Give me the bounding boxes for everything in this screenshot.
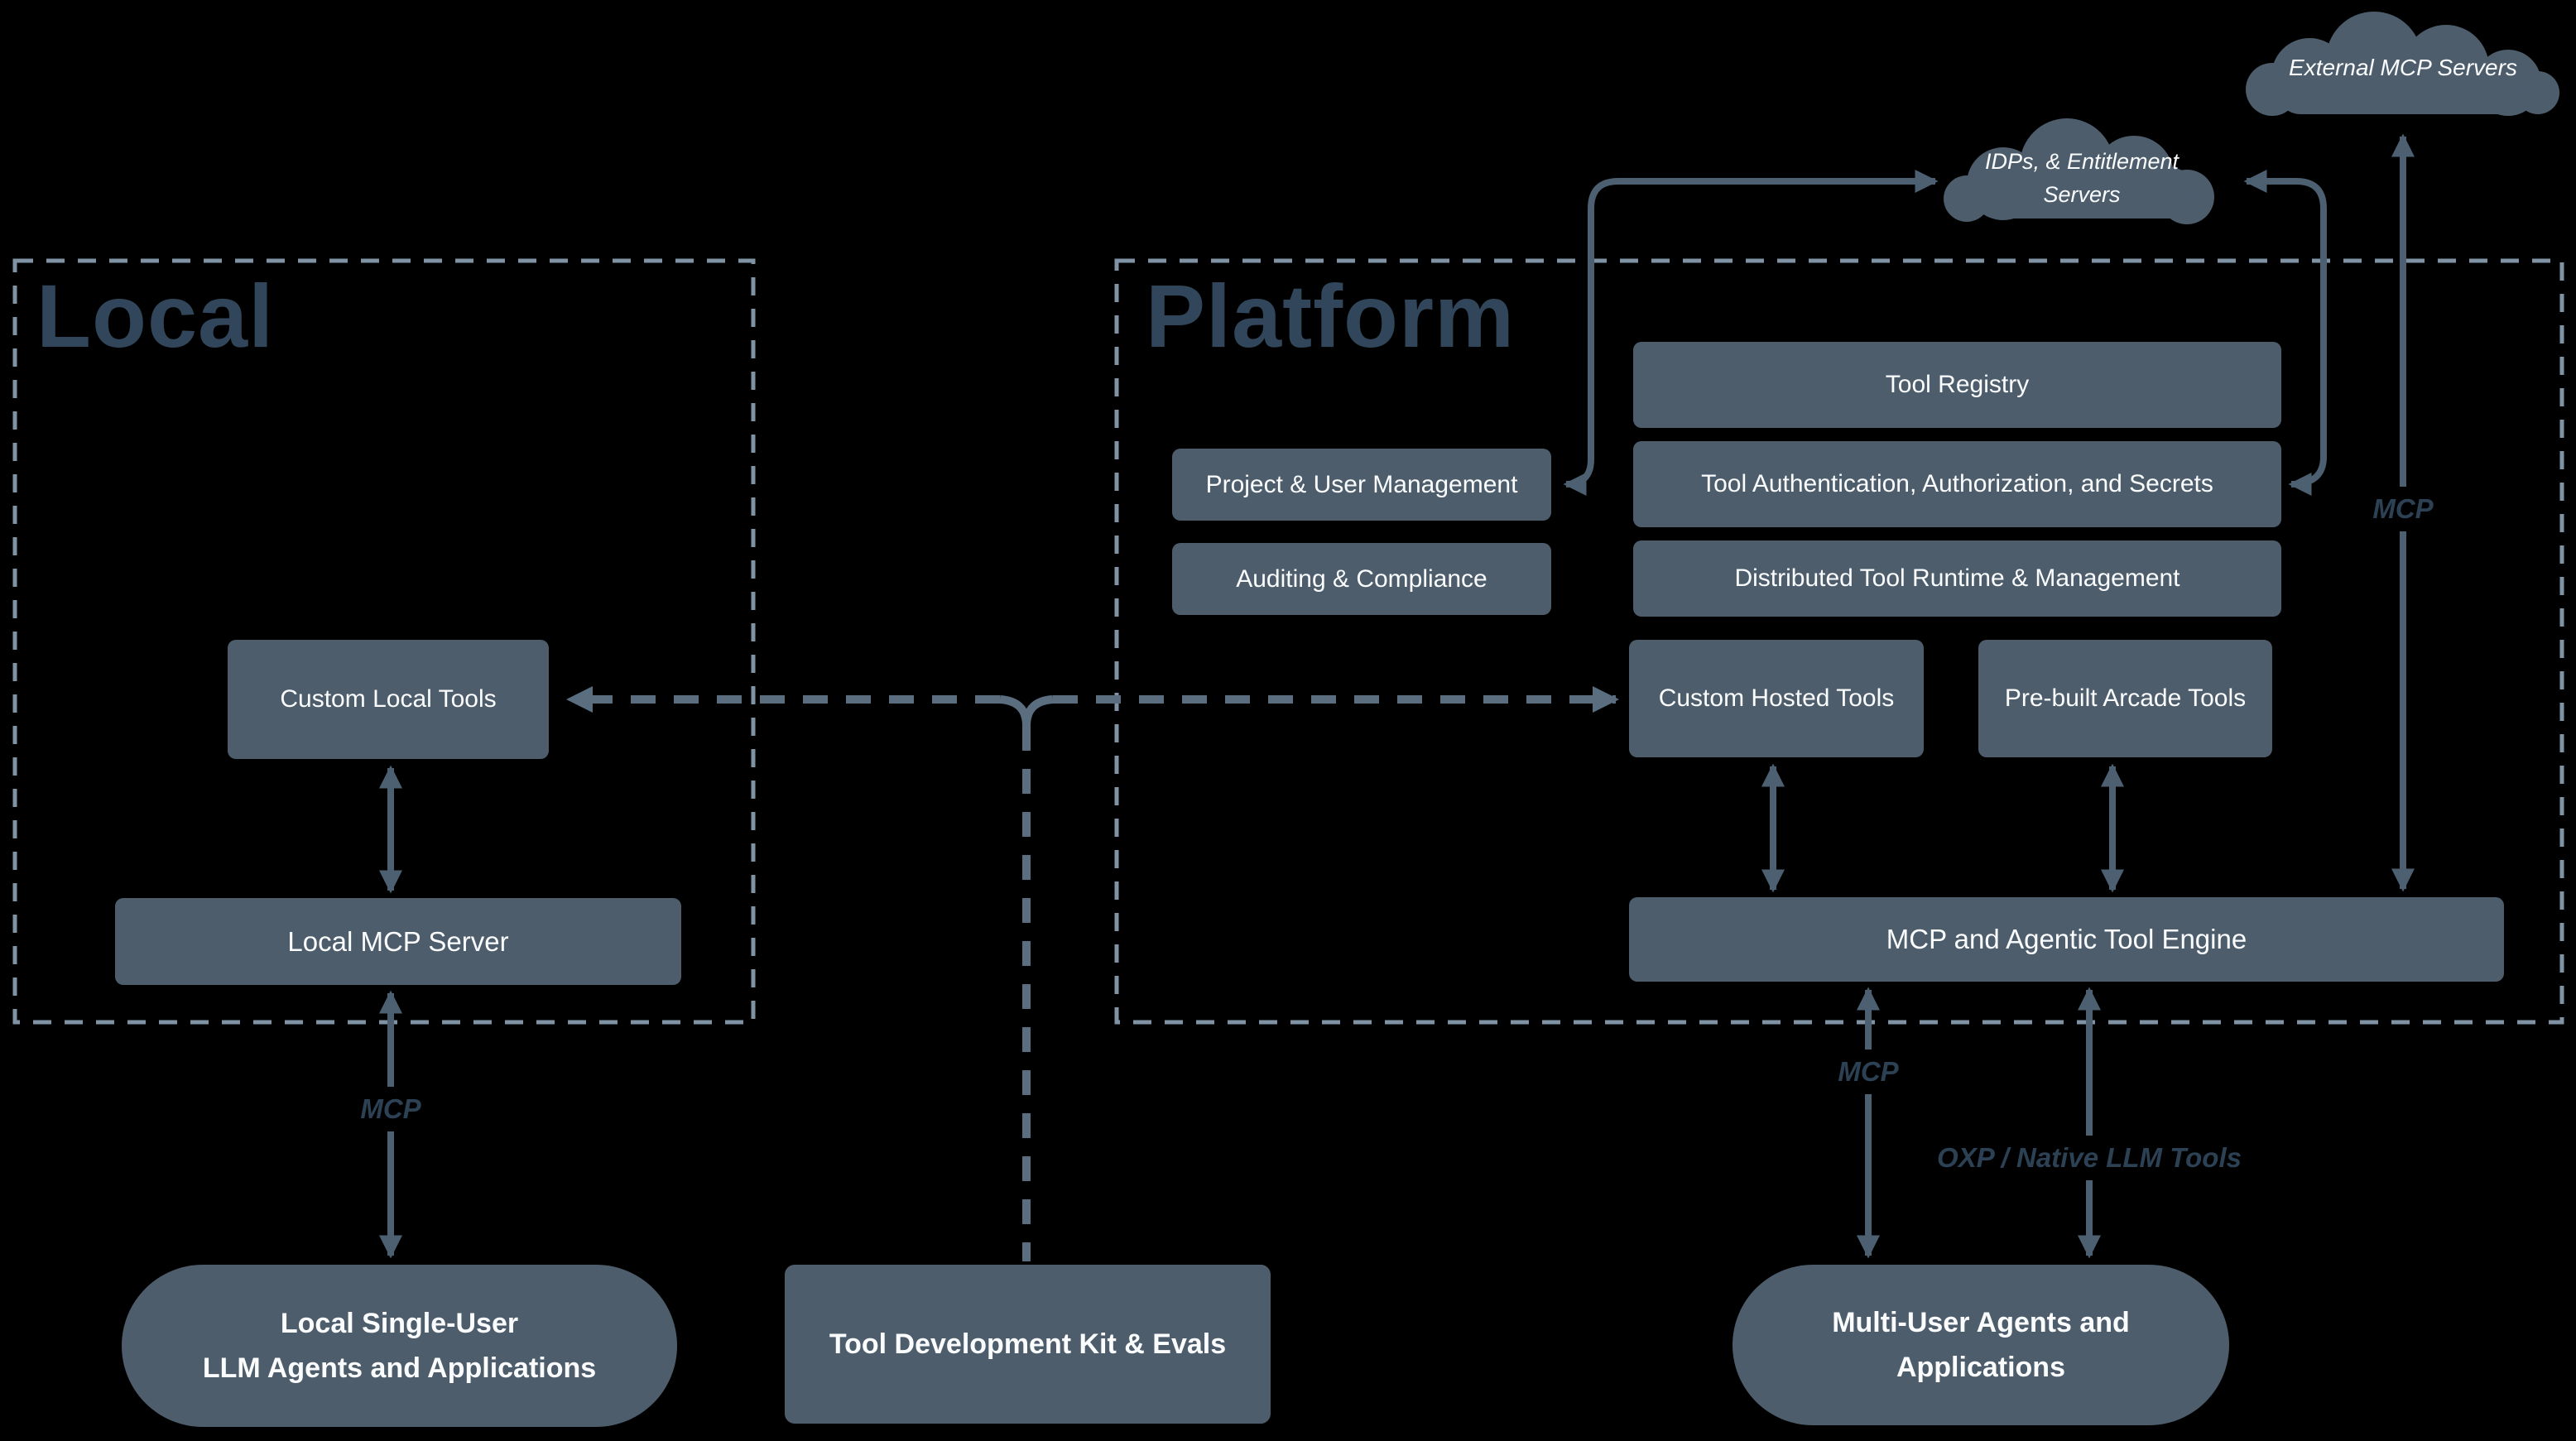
custom-local-tools-box: Custom Local Tools	[228, 640, 549, 759]
mcp-label-engine: MCP	[1823, 1050, 1914, 1094]
idps-cloud-label-line2: Servers	[2043, 182, 2121, 207]
local-mcp-server-box: Local MCP Server	[115, 898, 681, 985]
multi-user-agents-line2: Applications	[1896, 1352, 2065, 1383]
arrow-project-mgmt-to-idps	[1563, 170, 1939, 496]
idps-cloud-label-line1: IDPs, & Entitlement	[1984, 148, 2180, 174]
mcp-engine-box: MCP and Agentic Tool Engine	[1629, 897, 2504, 982]
idps-cloud	[1944, 118, 2214, 224]
multi-user-agents-stadium: Multi-User Agents and Applications	[1733, 1265, 2229, 1425]
mcp-label-external: MCP	[2357, 487, 2449, 531]
local-agents-stadium-label: Local Single-User LLM Agents and Applica…	[203, 1301, 596, 1391]
platform-region-border	[1114, 258, 2564, 1025]
auditing-compliance-box: Auditing & Compliance	[1172, 543, 1551, 615]
oxp-label: OXP / Native LLM Tools	[1922, 1136, 2256, 1180]
local-agents-stadium: Local Single-User LLM Agents and Applica…	[122, 1265, 677, 1427]
tool-registry-box: Tool Registry	[1633, 342, 2281, 428]
local-region-title: Local	[36, 266, 275, 366]
project-user-mgmt-box: Project & User Management	[1172, 449, 1551, 521]
dashed-connector-corner-right	[1022, 695, 1054, 727]
local-agents-line1: Local Single-User	[280, 1307, 519, 1339]
platform-region-title: Platform	[1146, 266, 1516, 366]
arrow-tool-auth-to-idps	[2243, 170, 2327, 496]
local-agents-line2: LLM Agents and Applications	[202, 1352, 597, 1384]
prebuilt-arcade-tools-box: Pre-built Arcade Tools	[1978, 640, 2272, 757]
tool-auth-box: Tool Authentication, Authorization, and …	[1633, 441, 2281, 527]
idps-cloud-label: IDPs, & Entitlement Servers	[1954, 141, 2210, 215]
custom-hosted-tools-box: Custom Hosted Tools	[1629, 640, 1924, 757]
external-mcp-cloud	[2246, 12, 2559, 116]
multi-user-agents-stadium-label: Multi-User Agents and Applications	[1832, 1300, 2130, 1391]
tool-development-kit-box: Tool Development Kit & Evals	[785, 1265, 1271, 1424]
multi-user-agents-line1: Multi-User Agents and	[1832, 1306, 2130, 1338]
external-mcp-cloud-label: External MCP Servers	[2289, 55, 2517, 80]
distributed-runtime-box: Distributed Tool Runtime & Management	[1633, 540, 2281, 617]
mcp-label-local: MCP	[345, 1087, 436, 1131]
